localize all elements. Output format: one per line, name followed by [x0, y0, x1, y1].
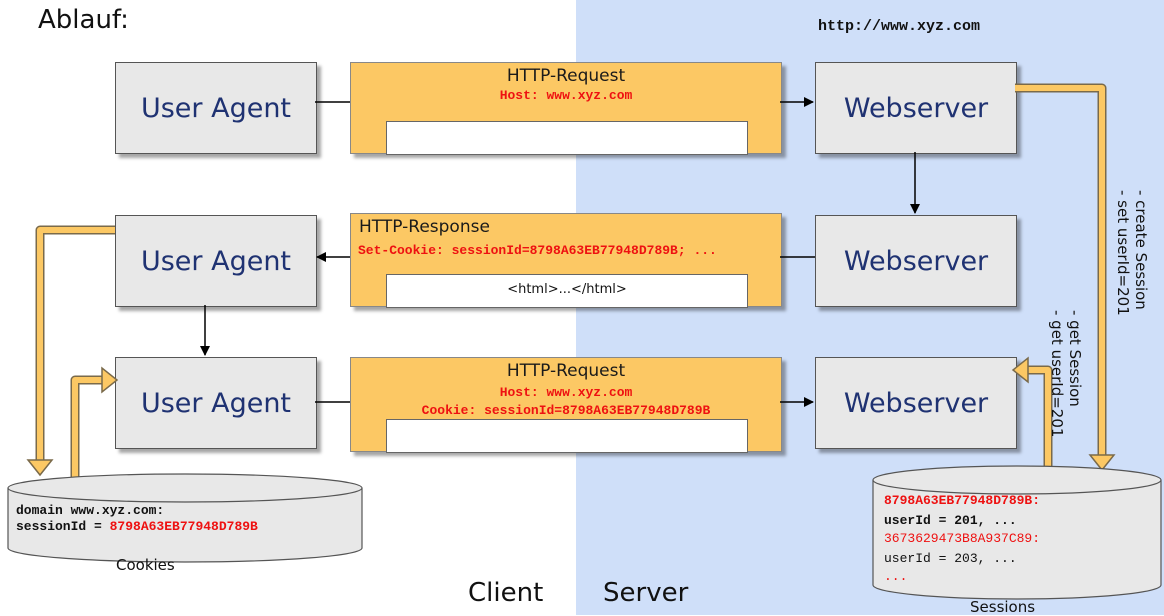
- load-session-arrow-outline: [1025, 365, 1053, 468]
- http-response-message: HTTP-Response Set-Cookie: sessionId=8798…: [350, 213, 782, 308]
- get-session-annotation: - get Session- get userId=201: [1048, 310, 1084, 437]
- annotation-line: - get Session: [1066, 310, 1084, 407]
- http-request-message-2: HTTP-Request Host: www.xyz.com Cookie: s…: [350, 357, 782, 453]
- message-body-text: <html>...</html>: [507, 282, 627, 297]
- cookie-domain: domain www.xyz.com:: [16, 503, 165, 518]
- message-body-document: [386, 121, 748, 155]
- annotation-line: - create Session: [1132, 190, 1150, 310]
- session-more: ...: [884, 569, 908, 584]
- store-cookie-arrow: [37, 227, 115, 465]
- create-session-annotation: - create Session- set userId=201: [1114, 190, 1150, 316]
- load-session-arrow: [1025, 367, 1051, 468]
- message-header-host: Host: www.xyz.com: [499, 385, 633, 400]
- annotation-line: - get userId=201: [1048, 310, 1066, 438]
- store-session-arrowhead: [1088, 454, 1116, 472]
- server-zone-label: Server: [603, 578, 689, 608]
- message-body-document: [386, 419, 748, 453]
- message-title: HTTP-Response: [359, 217, 490, 237]
- diagram-title: Ablauf:: [38, 5, 129, 35]
- load-session-arrowhead: [1011, 356, 1029, 384]
- webserver-box-2: Webserver: [815, 215, 1017, 307]
- message-body-document: <html>...</html>: [386, 274, 748, 308]
- message-title: HTTP-Request: [506, 361, 626, 381]
- annotation-line: - set userId=201: [1114, 190, 1132, 316]
- session-user-1: userId = 201, ...: [884, 513, 1017, 528]
- cookie-session-key: sessionId =: [16, 519, 110, 534]
- webserver-box-1: Webserver: [815, 62, 1017, 154]
- sessions-label: Sessions: [970, 598, 1036, 616]
- message-header-set-cookie: Set-Cookie: sessionId=8798A63EB77948D789…: [358, 243, 717, 258]
- send-cookie-arrow: [72, 377, 105, 478]
- send-cookie-arrowhead: [101, 366, 119, 394]
- user-agent-box-1: User Agent: [115, 62, 317, 154]
- message-title: HTTP-Request: [506, 66, 626, 86]
- message-header-host: Host: www.xyz.com: [499, 88, 633, 103]
- session-user-2: userId = 203, ...: [884, 551, 1017, 566]
- cookies-cylinder: [7, 473, 363, 563]
- http-request-message-1: HTTP-Request Host: www.xyz.com: [350, 62, 782, 155]
- session-id-1: 8798A63EB77948D789B:: [884, 493, 1041, 508]
- webserver-box-3: Webserver: [815, 357, 1017, 449]
- cookie-session-value: 8798A63EB77948D789B: [109, 519, 258, 534]
- message-header-cookie: Cookie: sessionId=8798A63EB77948D789B: [421, 403, 711, 418]
- store-cookie-arrowhead: [26, 459, 54, 477]
- cookies-label: Cookies: [116, 556, 175, 574]
- client-zone-label: Client: [468, 578, 544, 608]
- user-agent-box-3: User Agent: [115, 357, 317, 449]
- send-cookie-arrow-outline: [70, 375, 105, 478]
- server-url: http://www.xyz.com: [818, 18, 981, 35]
- session-id-2: 3673629473B8A937C89:: [884, 531, 1041, 546]
- sessions-cylinder: [872, 465, 1162, 600]
- store-session-arrow: [1015, 85, 1105, 460]
- cookie-session-entry: sessionId = 8798A63EB77948D789B: [16, 519, 258, 534]
